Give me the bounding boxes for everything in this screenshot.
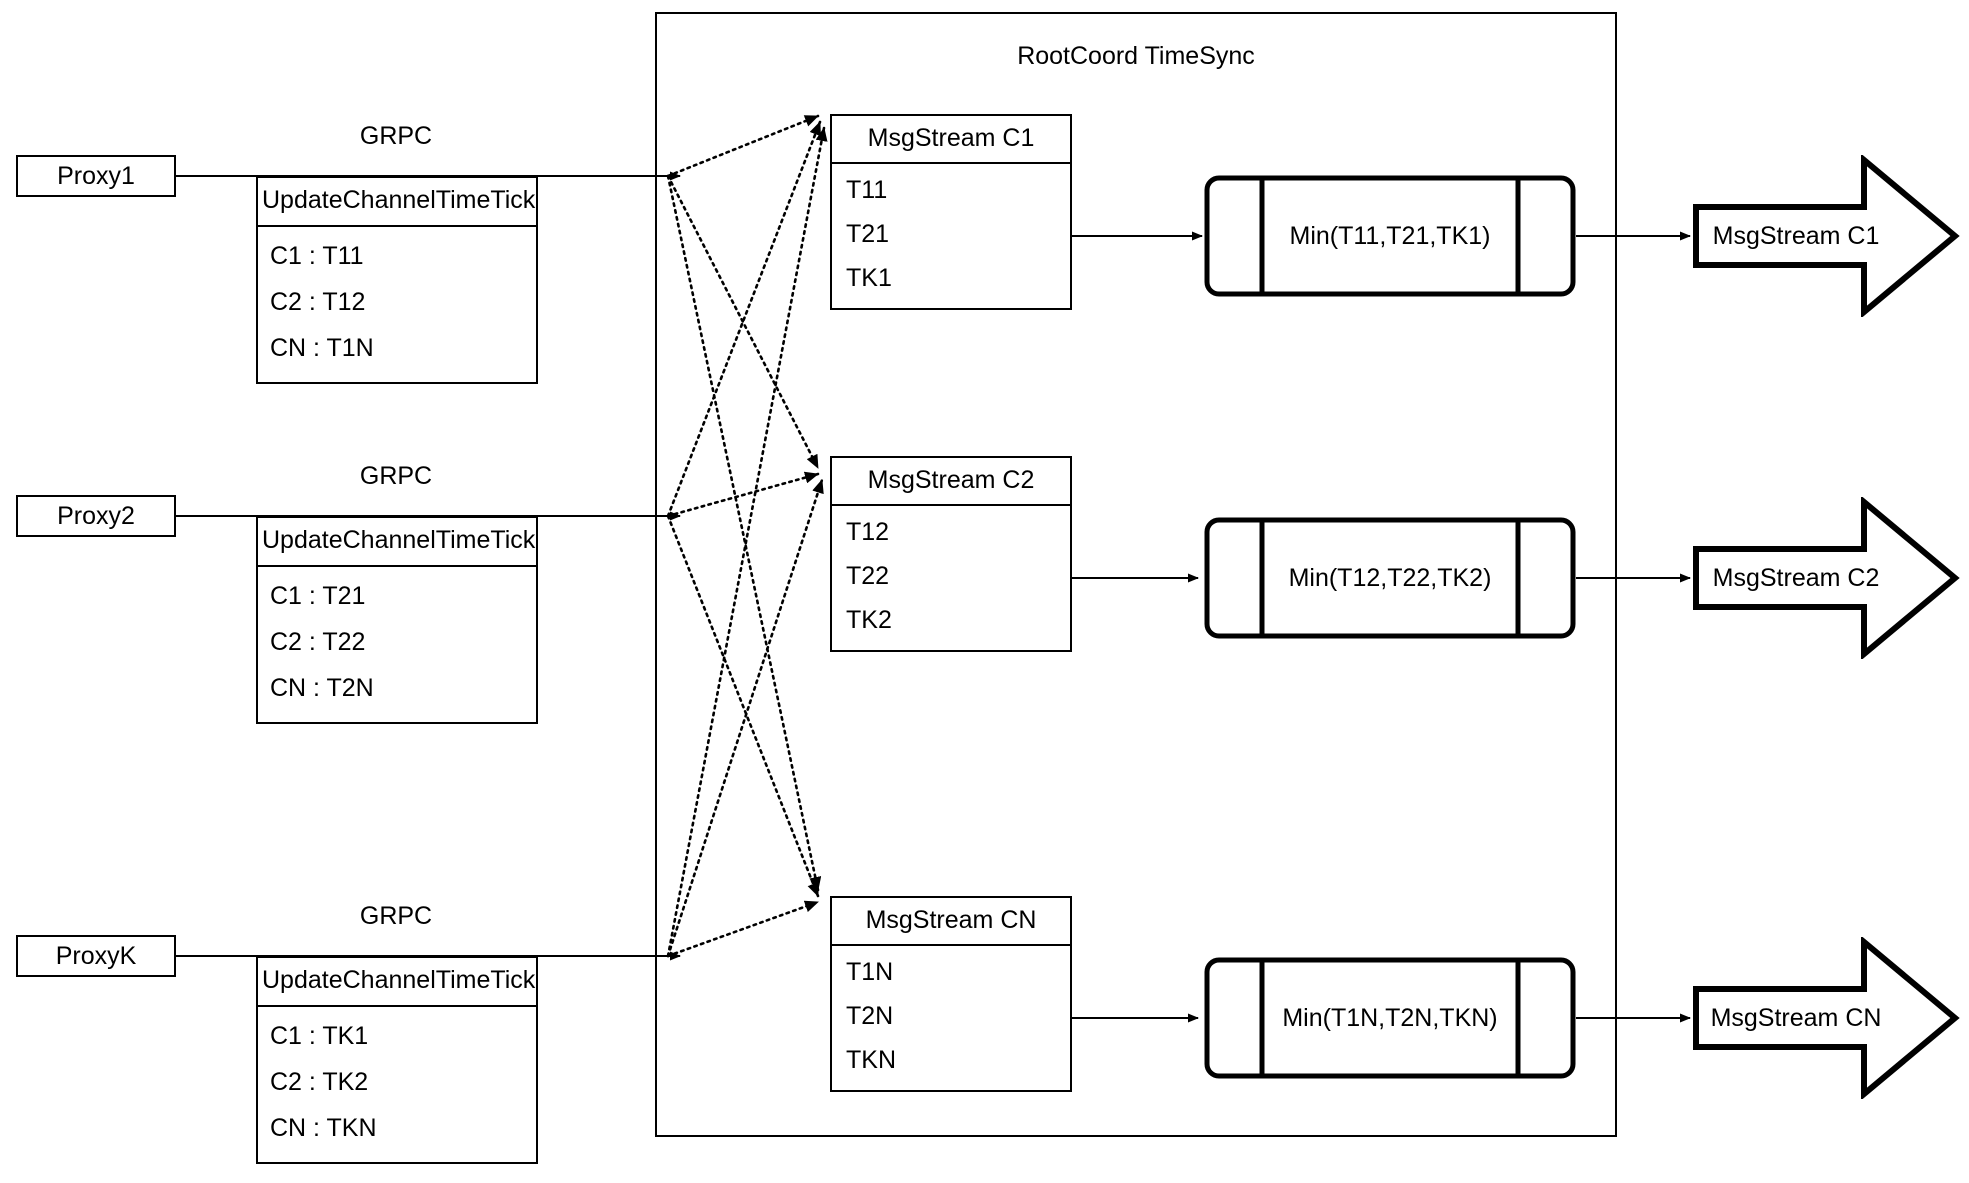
edge-label-grpc-k: GRPC <box>359 902 433 930</box>
table-row: C2 : T22 <box>270 627 366 656</box>
proxy-box-2[interactable]: Proxy2 <box>16 495 176 537</box>
output-block-arrow-cn: MsgStream CN <box>1692 935 1960 1101</box>
update-channel-timetick-table-1: UpdateChannelTimeTick C1 : T11 C2 : T12 … <box>256 176 538 384</box>
msgstream-header: MsgStream CN <box>832 898 1070 946</box>
table-body: C1 : T11 C2 : T12 CN : T1N <box>258 227 536 382</box>
msgstream-box-cn: MsgStream CN T1N T2N TKN <box>830 896 1072 1092</box>
block-arrow-shape <box>1693 495 1960 661</box>
msgstream-box-c1: MsgStream C1 T11 T21 TK1 <box>830 114 1072 310</box>
output-label: MsgStream C2 <box>1712 563 1880 592</box>
process-min-c1: Min(T11,T21,TK1) <box>1204 175 1576 297</box>
table-header: UpdateChannelTimeTick <box>258 518 536 567</box>
msgstream-row: TK1 <box>846 263 892 292</box>
msgstream-row: T1N <box>846 957 894 986</box>
block-arrow-shape <box>1693 935 1960 1101</box>
output-block-arrow-c1: MsgStream C1 <box>1692 153 1960 319</box>
table-row: CN : T1N <box>270 334 374 363</box>
process-label: Min(T1N,T2N,TKN) <box>1282 1003 1498 1032</box>
msgstream-row: T11 <box>846 175 888 204</box>
process-label: Min(T12,T22,TK2) <box>1288 563 1492 592</box>
msgstream-body: T12 T22 TK2 <box>832 506 1070 650</box>
process-shape-outline <box>1204 957 1576 1079</box>
edge-label-grpc-2: GRPC <box>359 462 433 490</box>
edge-label-grpc-1: GRPC <box>359 122 433 150</box>
msgstream-header: MsgStream C2 <box>832 458 1070 506</box>
table-body: C1 : T21 C2 : T22 CN : T2N <box>258 567 536 722</box>
proxy-label: Proxy1 <box>57 161 135 190</box>
table-row: C2 : T12 <box>270 287 366 316</box>
proxy-label: ProxyK <box>55 941 137 970</box>
table-row: C1 : T11 <box>270 241 364 270</box>
output-block-arrow-c2: MsgStream C2 <box>1692 495 1960 661</box>
msgstream-row: T22 <box>846 561 890 590</box>
table-row: C2 : TK2 <box>270 1067 369 1096</box>
table-row: CN : T2N <box>270 674 374 703</box>
table-body: C1 : TK1 C2 : TK2 CN : TKN <box>258 1007 536 1162</box>
process-min-cn: Min(T1N,T2N,TKN) <box>1204 957 1576 1079</box>
msgstream-row: TK2 <box>846 605 892 634</box>
process-min-c2: Min(T12,T22,TK2) <box>1204 517 1576 639</box>
table-row: C1 : TK1 <box>270 1021 369 1050</box>
rootcoord-timesync-container <box>655 12 1617 1137</box>
msgstream-body: T1N T2N TKN <box>832 946 1070 1090</box>
msgstream-header: MsgStream C1 <box>832 116 1070 164</box>
process-shape-outline <box>1204 175 1576 297</box>
block-arrow-shape <box>1693 153 1960 319</box>
table-header: UpdateChannelTimeTick <box>258 178 536 227</box>
msgstream-row: T21 <box>846 219 890 248</box>
process-label: Min(T11,T21,TK1) <box>1289 221 1491 250</box>
proxy-label: Proxy2 <box>57 501 135 530</box>
table-row: C1 : T21 <box>270 581 366 610</box>
update-channel-timetick-table-2: UpdateChannelTimeTick C1 : T21 C2 : T22 … <box>256 516 538 724</box>
msgstream-row: T12 <box>846 517 890 546</box>
proxy-box-k[interactable]: ProxyK <box>16 935 176 977</box>
proxy-box-1[interactable]: Proxy1 <box>16 155 176 197</box>
update-channel-timetick-table-k: UpdateChannelTimeTick C1 : TK1 C2 : TK2 … <box>256 956 538 1164</box>
container-title: RootCoord TimeSync <box>1017 42 1255 70</box>
msgstream-row: TKN <box>846 1045 896 1074</box>
process-shape-outline <box>1204 517 1576 639</box>
output-label: MsgStream CN <box>1710 1003 1882 1032</box>
table-header: UpdateChannelTimeTick <box>258 958 536 1007</box>
msgstream-box-c2: MsgStream C2 T12 T22 TK2 <box>830 456 1072 652</box>
msgstream-body: T11 T21 TK1 <box>832 164 1070 308</box>
msgstream-row: T2N <box>846 1001 894 1030</box>
table-row: CN : TKN <box>270 1114 377 1143</box>
output-label: MsgStream C1 <box>1712 221 1880 250</box>
